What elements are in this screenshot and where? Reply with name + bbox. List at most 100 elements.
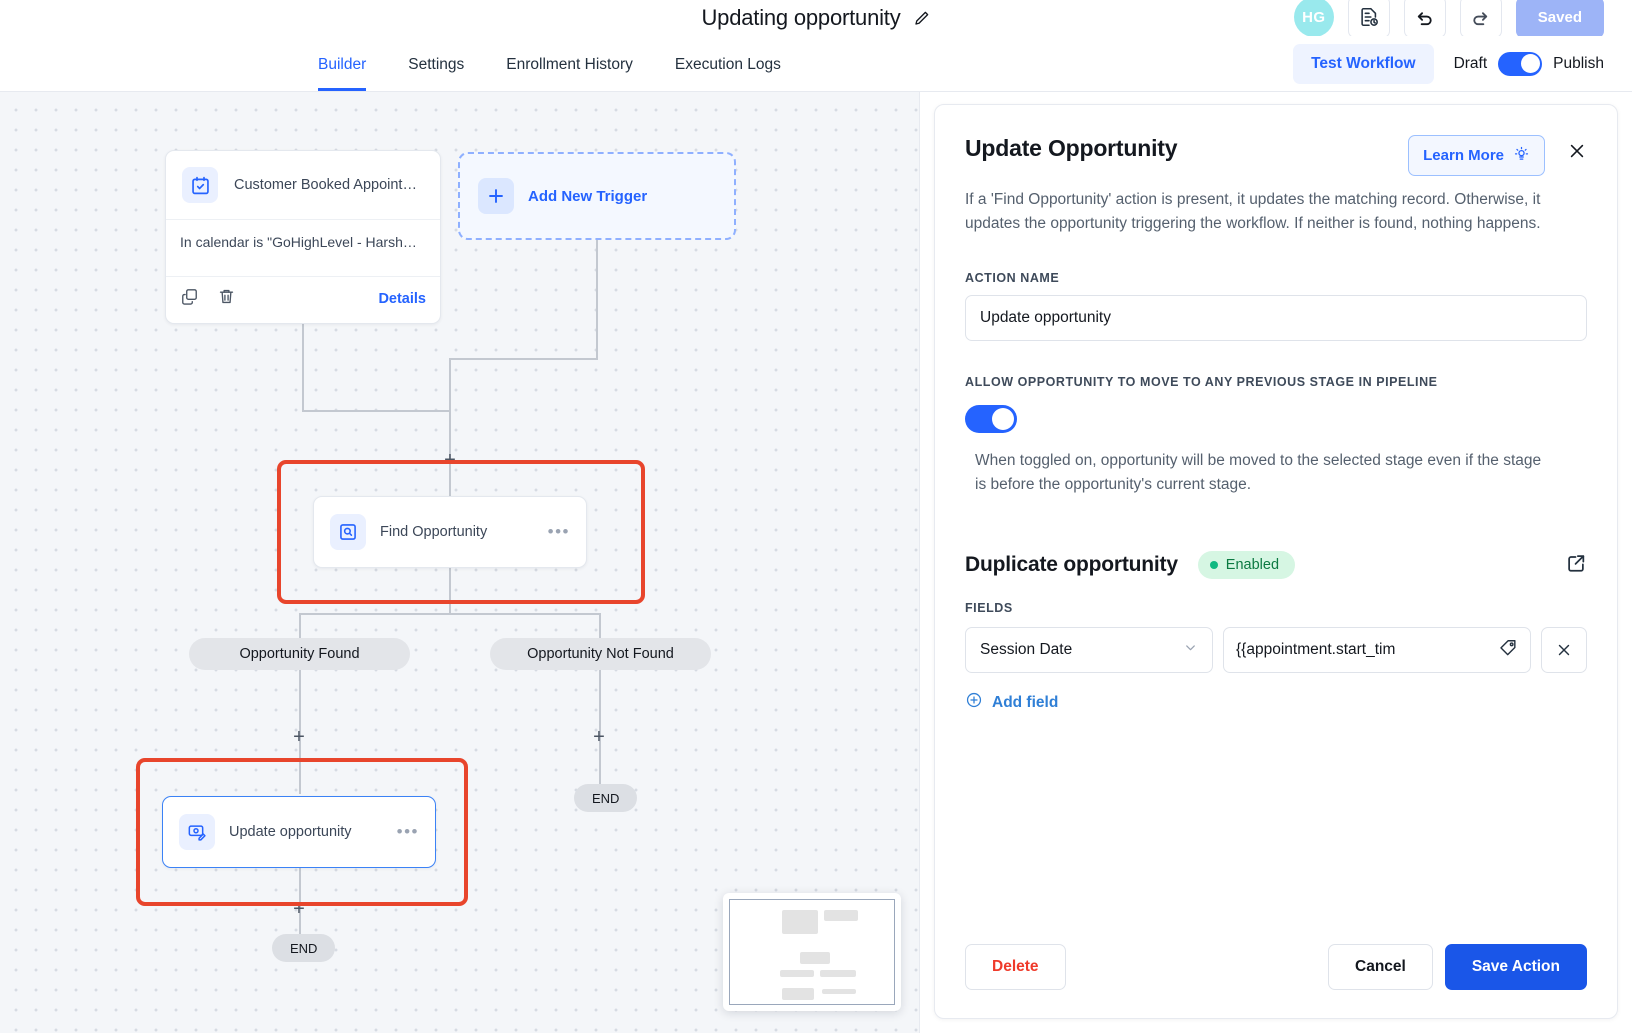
node-find-opportunity-menu[interactable]: •••: [547, 522, 570, 541]
minimap-viewport: [729, 899, 895, 1005]
action-name-input[interactable]: [965, 294, 1587, 341]
tab-settings[interactable]: Settings: [408, 56, 465, 73]
opportunity-edit-icon: [179, 814, 215, 850]
status-badge-label: Enabled: [1225, 557, 1280, 573]
minimap-node: [820, 970, 856, 977]
edge-find-down: [449, 568, 451, 614]
tabs-bar-actions: Test Workflow Draft Publish: [1293, 43, 1604, 84]
panel-title: Update Opportunity: [965, 135, 1178, 161]
edge-addtrigger-down: [596, 240, 598, 360]
remove-field-button[interactable]: [1541, 627, 1587, 673]
tab-list: Builder Settings Enrollment History Exec…: [318, 36, 823, 91]
minimap-node: [780, 970, 814, 977]
minimap-node: [824, 910, 858, 921]
publish-label: Publish: [1553, 54, 1604, 72]
edge-branch-left: [299, 613, 301, 649]
allow-move-toggle[interactable]: [965, 404, 1017, 433]
edge-branch-right: [599, 613, 601, 649]
publish-toggle[interactable]: [1498, 51, 1543, 76]
end-node-right: END: [574, 784, 638, 812]
save-status-button[interactable]: Saved: [1515, 0, 1604, 38]
add-field-button[interactable]: Add field: [965, 691, 1587, 714]
publish-toggle-knob: [1520, 54, 1540, 73]
minimap-node: [800, 952, 830, 964]
fields-label: FIELDS: [965, 601, 1013, 615]
field-value-text: {{appointment.start_tim: [1236, 641, 1396, 658]
panel-description: If a 'Find Opportunity' action is presen…: [965, 191, 1541, 233]
node-update-opportunity-menu[interactable]: •••: [396, 822, 419, 841]
plus-icon: [478, 178, 514, 214]
trash-icon[interactable]: [217, 287, 236, 311]
add-field-label: Add field: [992, 693, 1059, 711]
trigger-footer-actions: [180, 287, 236, 311]
field-value-input[interactable]: {{appointment.start_tim: [1223, 627, 1531, 673]
trigger-footer: Details: [166, 276, 440, 323]
cancel-button[interactable]: Cancel: [1328, 944, 1433, 990]
minimap-node: [782, 988, 814, 1000]
action-config-panel: Update Opportunity Learn More: [934, 104, 1618, 1019]
draft-label: Draft: [1453, 54, 1488, 72]
plus-circle-icon: [965, 691, 983, 714]
field-row: Session Date {{appointment.start_tim: [965, 627, 1587, 673]
allow-move-hint: When toggled on, opportunity will be mov…: [975, 451, 1542, 493]
trigger-details-link[interactable]: Details: [378, 291, 426, 307]
learn-more-label: Learn More: [1423, 147, 1504, 164]
status-badge: Enabled: [1197, 551, 1296, 579]
panel-body: Update Opportunity Learn More: [935, 105, 1617, 944]
node-find-opportunity[interactable]: Find Opportunity •••: [313, 496, 587, 568]
end-node-left: END: [272, 934, 336, 962]
add-step-plus-before-find[interactable]: +: [444, 449, 456, 471]
trigger-card[interactable]: Customer Booked Appoint… In calendar is …: [165, 150, 441, 324]
workflow-title-group: Updating opportunity: [701, 5, 930, 31]
magnify-box-icon: [330, 514, 366, 550]
external-link-icon[interactable]: [1565, 552, 1587, 579]
minimap-node: [822, 989, 856, 994]
topbar-actions: HG Saved: [1293, 0, 1604, 38]
node-find-opportunity-label: Find Opportunity: [380, 524, 488, 540]
chevron-down-icon: [1183, 640, 1198, 660]
tab-enrollment-history[interactable]: Enrollment History: [506, 56, 633, 73]
tab-execution-logs[interactable]: Execution Logs: [674, 56, 781, 73]
branch-label-opportunity-found: Opportunity Found: [189, 638, 410, 670]
workflow-canvas[interactable]: + + + + Customer Booked Appoint… In cale…: [0, 92, 920, 1033]
add-step-plus-after-update[interactable]: +: [293, 898, 305, 920]
pencil-icon[interactable]: [913, 9, 931, 27]
tabs-bar: Builder Settings Enrollment History Exec…: [0, 36, 1632, 92]
calendar-check-icon: [182, 167, 218, 203]
add-new-trigger-button[interactable]: Add New Trigger: [458, 152, 736, 240]
duplicate-opportunity-title: Duplicate opportunity: [965, 553, 1178, 576]
trigger-condition: In calendar is "GoHighLevel - Harsh…: [166, 219, 440, 276]
node-update-opportunity[interactable]: Update opportunity •••: [162, 796, 436, 868]
trigger-title: Customer Booked Appoint…: [234, 177, 417, 193]
redo-icon[interactable]: [1459, 0, 1502, 38]
field-name-select[interactable]: Session Date: [965, 627, 1213, 673]
document-history-icon[interactable]: [1347, 0, 1390, 38]
delete-button[interactable]: Delete: [965, 944, 1066, 990]
undo-icon[interactable]: [1403, 0, 1446, 38]
branch-label-opportunity-not-found: Opportunity Not Found: [490, 638, 711, 670]
lightbulb-icon: [1513, 145, 1530, 166]
copy-icon[interactable]: [180, 287, 199, 311]
trigger-header: Customer Booked Appoint…: [166, 151, 440, 219]
save-action-button[interactable]: Save Action: [1444, 944, 1587, 990]
action-name-label: ACTION NAME: [965, 270, 1060, 285]
test-workflow-button[interactable]: Test Workflow: [1293, 43, 1434, 84]
add-step-plus-right-branch[interactable]: +: [593, 726, 605, 748]
edge-trigger-horizontal: [302, 410, 450, 412]
add-step-plus-left-branch[interactable]: +: [293, 726, 305, 748]
edge-trigger-down: [302, 316, 304, 411]
tag-icon[interactable]: [1499, 638, 1518, 662]
node-update-opportunity-label: Update opportunity: [229, 824, 352, 840]
edge-left-down: [299, 670, 301, 794]
edge-split-horizontal: [299, 613, 600, 615]
page-title: Updating opportunity: [701, 5, 901, 30]
canvas-minimap[interactable]: [723, 893, 901, 1011]
tab-builder[interactable]: Builder: [318, 56, 367, 91]
avatar[interactable]: HG: [1293, 0, 1334, 37]
allow-move-toggle-knob: [992, 407, 1014, 430]
minimap-node: [782, 910, 818, 934]
close-icon[interactable]: [1567, 141, 1587, 166]
main-area: + + + + Customer Booked Appoint… In cale…: [0, 92, 1632, 1033]
learn-more-button[interactable]: Learn More: [1408, 135, 1545, 176]
publish-toggle-group: Draft Publish: [1453, 51, 1604, 76]
